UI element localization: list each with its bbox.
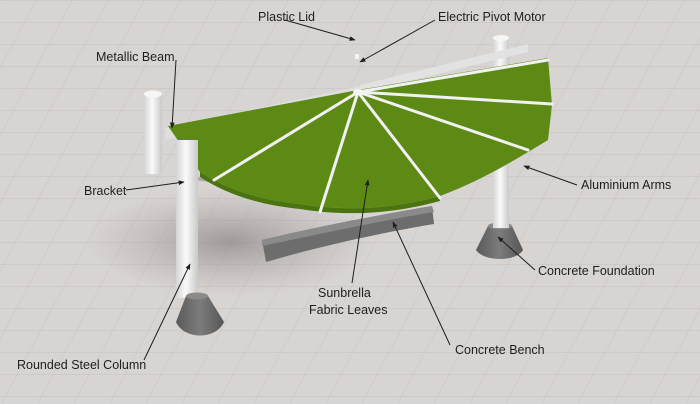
canopy	[168, 54, 554, 214]
left-foundation-top	[186, 292, 208, 300]
leader-plastic-lid	[284, 19, 356, 41]
electric-pivot-motor	[353, 89, 363, 95]
arm-1	[212, 90, 360, 182]
leader-aluminium-arms	[523, 165, 578, 186]
arm-3	[356, 90, 442, 200]
label-sunbrella-line1: Sunbrella	[318, 286, 371, 300]
fabric-leaves	[168, 58, 552, 209]
leader-metallic-beam	[169, 59, 177, 129]
leader-rounded-steel-column	[143, 263, 191, 361]
leader-electric-pivot-motor	[359, 19, 436, 63]
label-concrete-foundation: Concrete Foundation	[538, 264, 655, 278]
left-column-assembly	[144, 90, 224, 336]
label-concrete-bench: Concrete Bench	[455, 343, 545, 357]
label-rounded-steel-column: Rounded Steel Column	[17, 358, 146, 372]
leader-bracket	[125, 180, 185, 191]
left-foundation	[176, 296, 224, 336]
aluminium-arms	[212, 58, 554, 214]
left-column-upper	[144, 94, 162, 174]
concrete-bench	[262, 206, 434, 262]
left-column-cap	[144, 90, 162, 98]
label-electric-pivot-motor: Electric Pivot Motor	[438, 10, 546, 24]
arm-4	[356, 90, 530, 152]
leader-concrete-bench	[392, 221, 451, 346]
plastic-lid	[355, 54, 359, 59]
leader-lines	[125, 19, 578, 361]
arm-6	[356, 58, 550, 94]
label-metallic-beam: Metallic Beam	[96, 50, 175, 64]
arm-2	[318, 90, 360, 214]
label-sunbrella-line2: Fabric Leaves	[309, 303, 388, 317]
leader-concrete-foundation	[497, 236, 536, 271]
canopy-shadow	[84, 187, 375, 297]
label-aluminium-arms: Aluminium Arms	[581, 178, 671, 192]
right-column-cap	[493, 35, 509, 41]
arm-5	[356, 90, 554, 106]
label-bracket: Bracket	[84, 184, 127, 198]
leader-sunbrella	[351, 179, 370, 284]
metallic-beam-back	[360, 44, 528, 93]
right-foundation	[476, 226, 523, 259]
left-column-lower	[176, 140, 198, 298]
label-plastic-lid: Plastic Lid	[258, 10, 315, 24]
